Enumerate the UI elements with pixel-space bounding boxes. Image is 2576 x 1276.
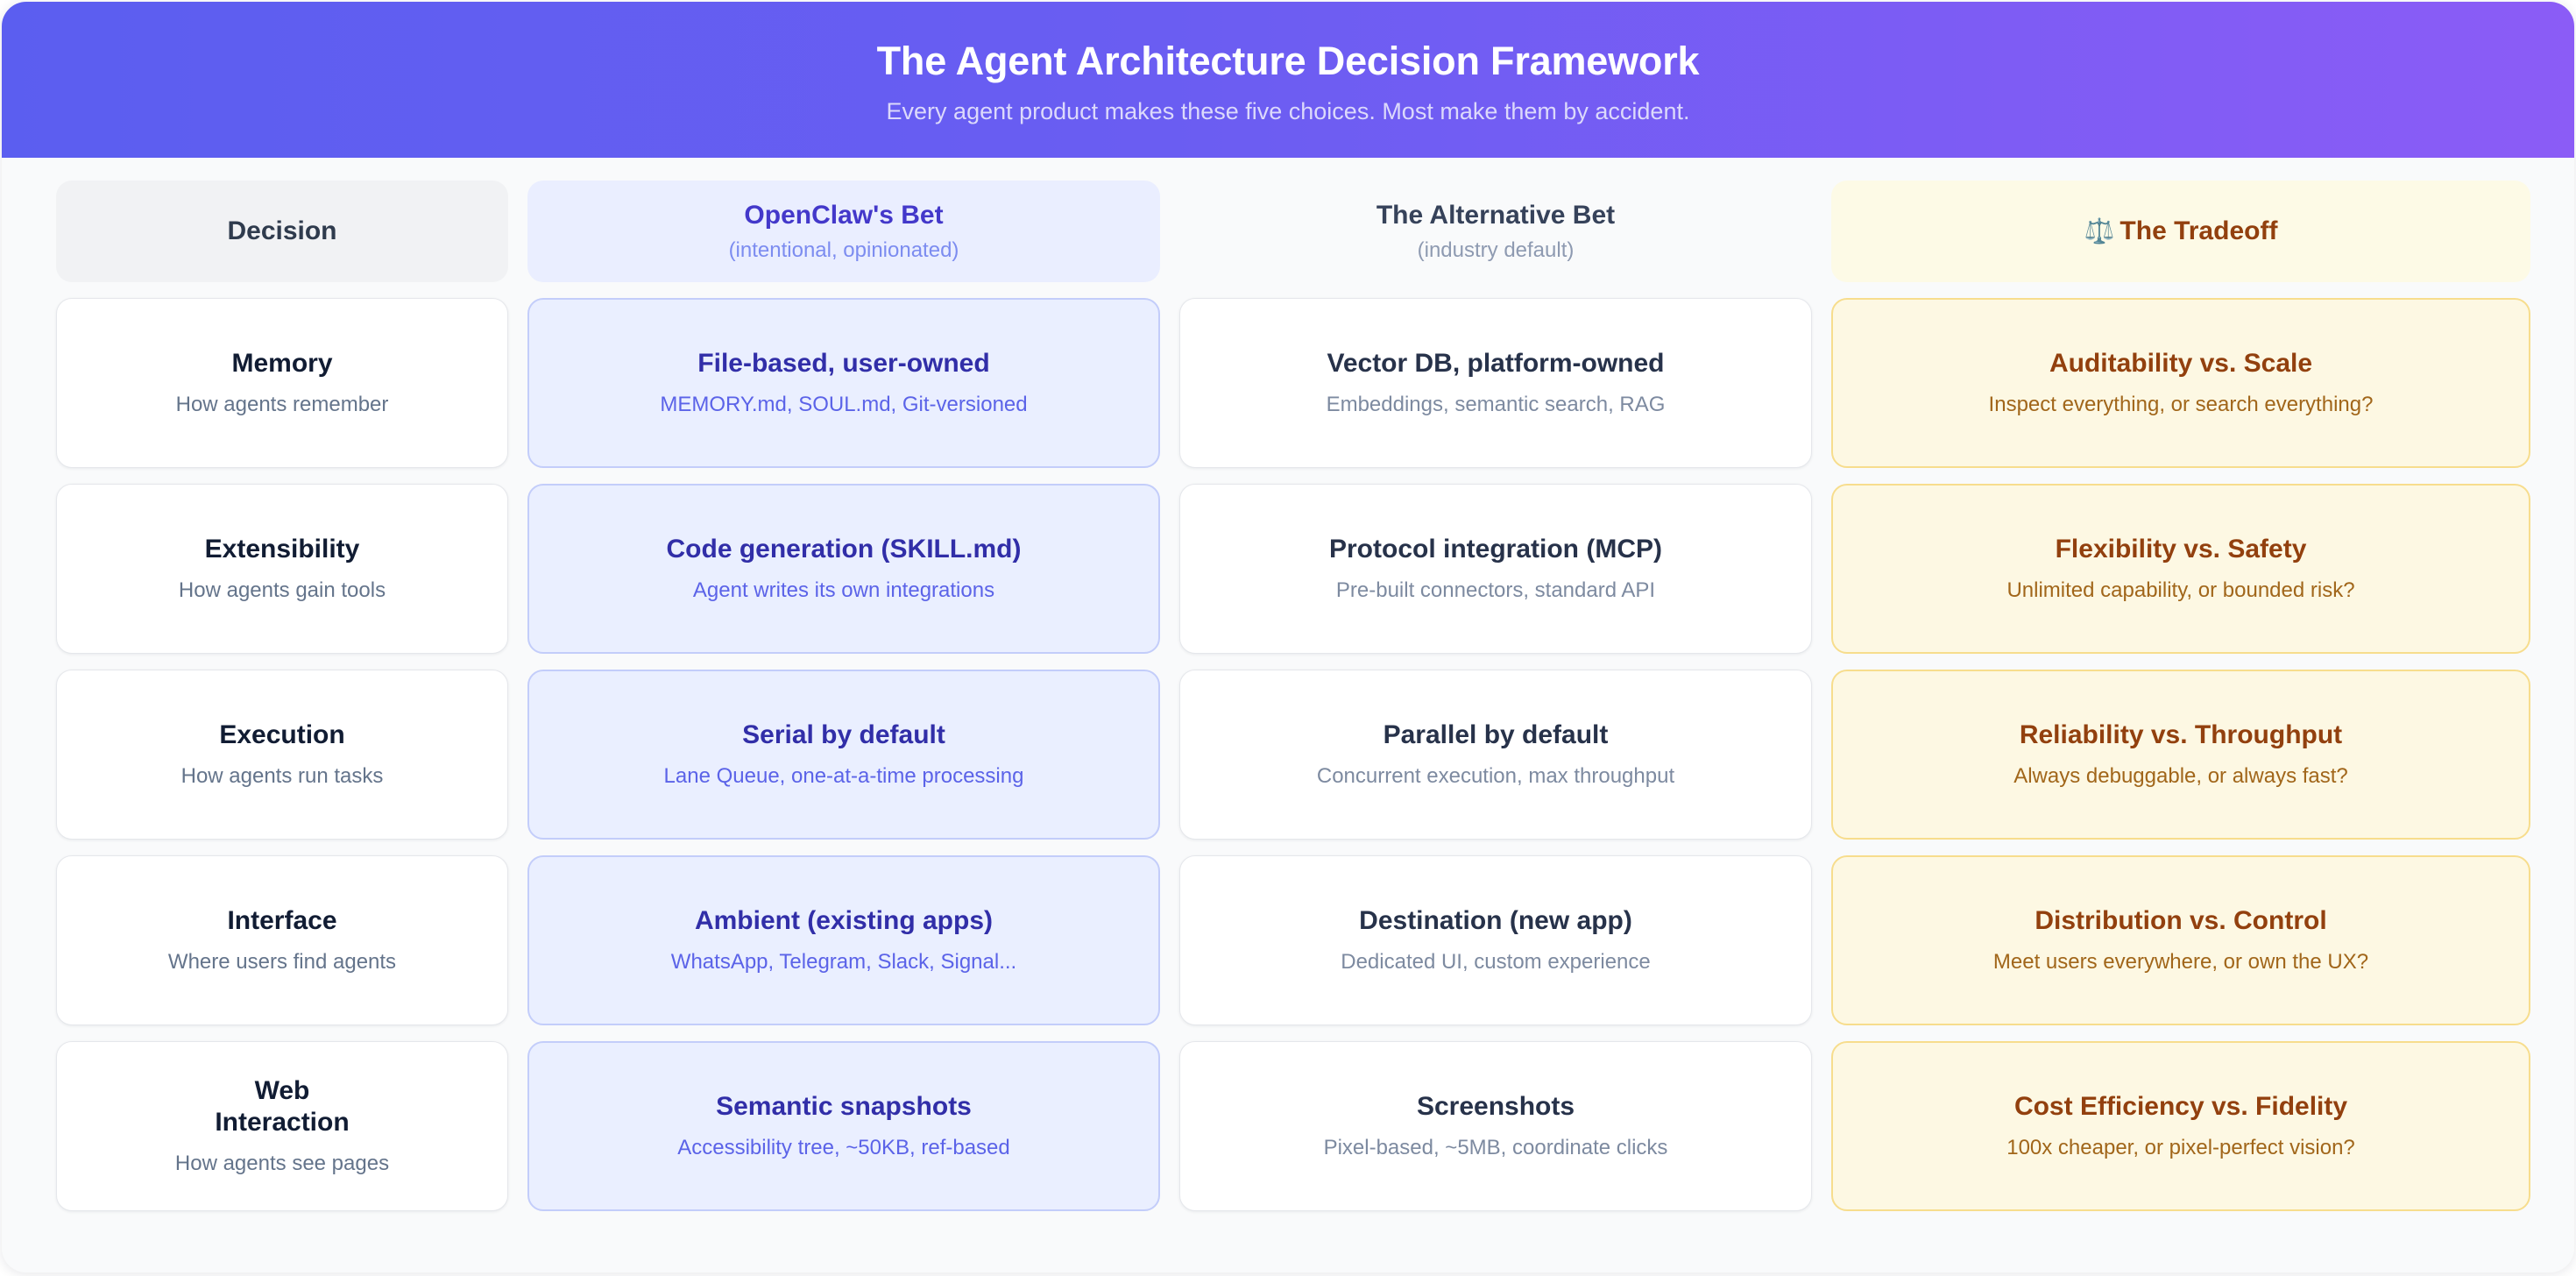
- table-row: Interface Where users find agents Ambien…: [56, 855, 2530, 1025]
- cell-title-group: Web Interaction: [215, 1075, 349, 1138]
- cell-openclaw-bet: File-based, user-owned MEMORY.md, SOUL.m…: [527, 298, 1160, 468]
- cell-title: Code generation (SKILL.md): [666, 535, 1022, 564]
- cell-openclaw-bet: Code generation (SKILL.md) Agent writes …: [527, 484, 1160, 654]
- cell-openclaw-bet: Semantic snapshots Accessibility tree, ~…: [527, 1041, 1160, 1211]
- table-header-row: Decision OpenClaw's Bet (intentional, op…: [56, 181, 2530, 282]
- cell-openclaw-bet: Ambient (existing apps) WhatsApp, Telegr…: [527, 855, 1160, 1025]
- cell-subtitle: Always debuggable, or always fast?: [2013, 764, 2348, 788]
- cell-title-line1: Web: [254, 1076, 310, 1105]
- cell-title: Parallel by default: [1383, 720, 1609, 749]
- cell-alternative-bet: Vector DB, platform-owned Embeddings, se…: [1179, 298, 1812, 468]
- cell-title: Semantic snapshots: [716, 1092, 972, 1121]
- cell-subtitle: How agents remember: [175, 393, 389, 416]
- column-header-title-wrap: ⚖️The Tradeoff: [2084, 216, 2278, 246]
- cell-tradeoff: Cost Efficiency vs. Fidelity 100x cheape…: [1831, 1041, 2530, 1211]
- cell-title: Destination (new app): [1359, 906, 1632, 935]
- cell-subtitle: How agents gain tools: [178, 578, 386, 602]
- cell-subtitle: MEMORY.md, SOUL.md, Git-versioned: [660, 393, 1028, 416]
- cell-title: Distribution vs. Control: [2035, 906, 2327, 935]
- cell-title: Interface: [227, 906, 337, 935]
- table-row: Web Interaction How agents see pages Sem…: [56, 1041, 2530, 1211]
- cell-title: Flexibility vs. Safety: [2055, 535, 2307, 564]
- cell-subtitle: Embeddings, semantic search, RAG: [1326, 393, 1666, 416]
- cell-tradeoff: Flexibility vs. Safety Unlimited capabil…: [1831, 484, 2530, 654]
- column-header-subtitle: (industry default): [1417, 238, 1575, 263]
- cell-tradeoff: Reliability vs. Throughput Always debugg…: [1831, 670, 2530, 840]
- cell-decision: Interface Where users find agents: [56, 855, 508, 1025]
- cell-title: Auditability vs. Scale: [2049, 349, 2313, 378]
- cell-subtitle: Pre-built connectors, standard API: [1335, 578, 1656, 602]
- cell-subtitle: 100x cheaper, or pixel-perfect vision?: [2006, 1136, 2355, 1159]
- cell-title: Cost Efficiency vs. Fidelity: [2013, 1092, 2348, 1121]
- cell-subtitle: How agents see pages: [174, 1152, 390, 1175]
- cell-alternative-bet: Parallel by default Concurrent execution…: [1179, 670, 1812, 840]
- cell-alternative-bet: Screenshots Pixel-based, ~5MB, coordinat…: [1179, 1041, 1812, 1211]
- cell-subtitle: Dedicated UI, custom experience: [1341, 950, 1651, 974]
- cell-subtitle: Meet users everywhere, or own the UX?: [1992, 950, 2369, 974]
- column-header-openclaw: OpenClaw's Bet (intentional, opinionated…: [527, 181, 1160, 282]
- cell-subtitle: Concurrent execution, max throughput: [1316, 764, 1675, 788]
- cell-title: Reliability vs. Throughput: [2019, 720, 2343, 749]
- column-header-subtitle: (intentional, opinionated): [728, 238, 959, 263]
- cell-title: Serial by default: [742, 720, 945, 749]
- cell-subtitle: Unlimited capability, or bounded risk?: [2006, 578, 2355, 602]
- column-header-title: Decision: [227, 216, 337, 246]
- cell-title: Ambient (existing apps): [694, 906, 994, 935]
- cell-openclaw-bet: Serial by default Lane Queue, one-at-a-t…: [527, 670, 1160, 840]
- cell-title: Vector DB, platform-owned: [1327, 349, 1665, 378]
- column-header-title: The Alternative Bet: [1376, 200, 1616, 230]
- column-header-title: The Tradeoff: [2120, 216, 2278, 246]
- cell-title: Execution: [219, 720, 345, 749]
- cell-subtitle: Where users find agents: [167, 950, 397, 974]
- cell-decision: Memory How agents remember: [56, 298, 508, 468]
- column-header-decision: Decision: [56, 181, 508, 282]
- balance-scale-icon: ⚖️: [2084, 217, 2115, 245]
- cell-title-line2: Interaction: [215, 1108, 350, 1137]
- table-row: Execution How agents run tasks Serial by…: [56, 670, 2530, 840]
- cell-subtitle: Pixel-based, ~5MB, coordinate clicks: [1323, 1136, 1668, 1159]
- cell-subtitle: Agent writes its own integrations: [692, 578, 995, 602]
- column-header-alternative: The Alternative Bet (industry default): [1179, 181, 1812, 282]
- cell-alternative-bet: Destination (new app) Dedicated UI, cust…: [1179, 855, 1812, 1025]
- page-header-banner: The Agent Architecture Decision Framewor…: [2, 2, 2574, 158]
- cell-title: Memory: [231, 349, 333, 378]
- table-row: Memory How agents remember File-based, u…: [56, 298, 2530, 468]
- page-subtitle: Every agent product makes these five cho…: [886, 98, 1690, 125]
- cell-subtitle: How agents run tasks: [180, 764, 384, 788]
- cell-title: Screenshots: [1416, 1092, 1575, 1121]
- cell-decision: Execution How agents run tasks: [56, 670, 508, 840]
- column-header-tradeoff: ⚖️The Tradeoff: [1831, 181, 2530, 282]
- page-title: The Agent Architecture Decision Framewor…: [876, 38, 1700, 83]
- cell-title: Protocol integration (MCP): [1329, 535, 1662, 564]
- cell-title: Extensibility: [204, 535, 360, 564]
- cell-tradeoff: Distribution vs. Control Meet users ever…: [1831, 855, 2530, 1025]
- cell-tradeoff: Auditability vs. Scale Inspect everythin…: [1831, 298, 2530, 468]
- column-header-title: OpenClaw's Bet: [744, 200, 944, 230]
- cell-decision: Web Interaction How agents see pages: [56, 1041, 508, 1211]
- cell-title: File-based, user-owned: [697, 349, 990, 378]
- cell-decision: Extensibility How agents gain tools: [56, 484, 508, 654]
- cell-subtitle: Lane Queue, one-at-a-time processing: [663, 764, 1024, 788]
- cell-subtitle: WhatsApp, Telegram, Slack, Signal...: [670, 950, 1017, 974]
- cell-alternative-bet: Protocol integration (MCP) Pre-built con…: [1179, 484, 1812, 654]
- comparison-table: Decision OpenClaw's Bet (intentional, op…: [2, 158, 2574, 1272]
- table-row: Extensibility How agents gain tools Code…: [56, 484, 2530, 654]
- cell-subtitle: Accessibility tree, ~50KB, ref-based: [677, 1136, 1010, 1159]
- cell-subtitle: Inspect everything, or search everything…: [1988, 393, 2374, 416]
